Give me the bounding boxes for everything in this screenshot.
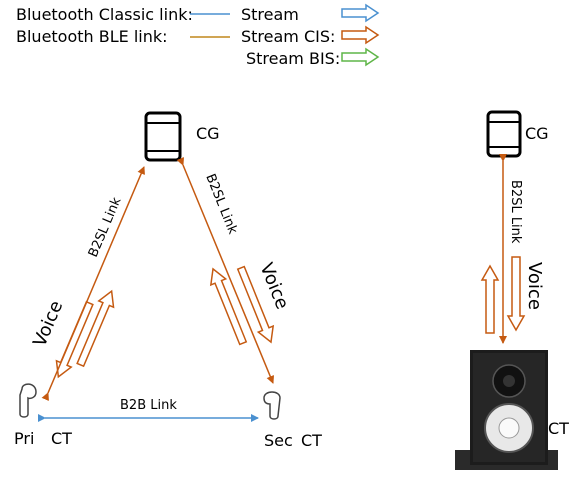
cis-stream-arrow-down [506,256,526,332]
ct-label-right: CT [548,419,569,438]
legend-bis-arrow [341,47,380,67]
phone-icon [144,111,182,162]
b2b-link-label: B2B Link [120,398,177,413]
legend-ble-label: Bluetooth BLE link: [16,27,168,46]
legend: Bluetooth Classic link: Bluetooth BLE li… [16,3,380,68]
cg-label-right: CG [525,124,549,143]
cis-stream-arrow-up [480,264,500,334]
cis-stream-arrow-left-up [76,289,115,368]
earbud-icon-pri [19,383,37,418]
earbud-icon-sec [263,391,281,420]
cg-label: CG [196,124,220,143]
legend-stream-bis-label: Stream BIS: [246,49,340,68]
speaker-icon [455,350,558,470]
b2sl-link-right-line [176,157,275,384]
pri-label: Pri [14,429,34,448]
legend-stream-label: Stream [241,5,299,24]
sec-ct-label: CT [301,431,322,450]
legend-classic-label: Bluetooth Classic link: [16,5,193,24]
pri-ct-label: CT [51,429,72,448]
cis-stream-arrow-left-down [55,300,94,379]
voice-right-diagram-label: Voice [524,262,545,310]
legend-stream-arrow [341,3,380,23]
left-diagram: CG B2SL Link B2SL Link Voice Voice B2B L… [14,111,322,450]
cis-stream-arrow-right-up [209,267,248,346]
voice-left-label: Voice [29,298,67,350]
legend-stream-cis-label: Stream CIS: [241,27,335,46]
legend-cis-arrow [341,25,380,45]
b2sl-link-right-diagram-label: B2SL Link [508,180,523,244]
voice-right-label: Voice [255,260,292,312]
right-diagram: CG B2SL Link Voice CT [455,110,569,470]
phone-icon [486,110,522,158]
sec-label: Sec [264,431,293,450]
cis-stream-arrow-right-down [236,265,275,344]
